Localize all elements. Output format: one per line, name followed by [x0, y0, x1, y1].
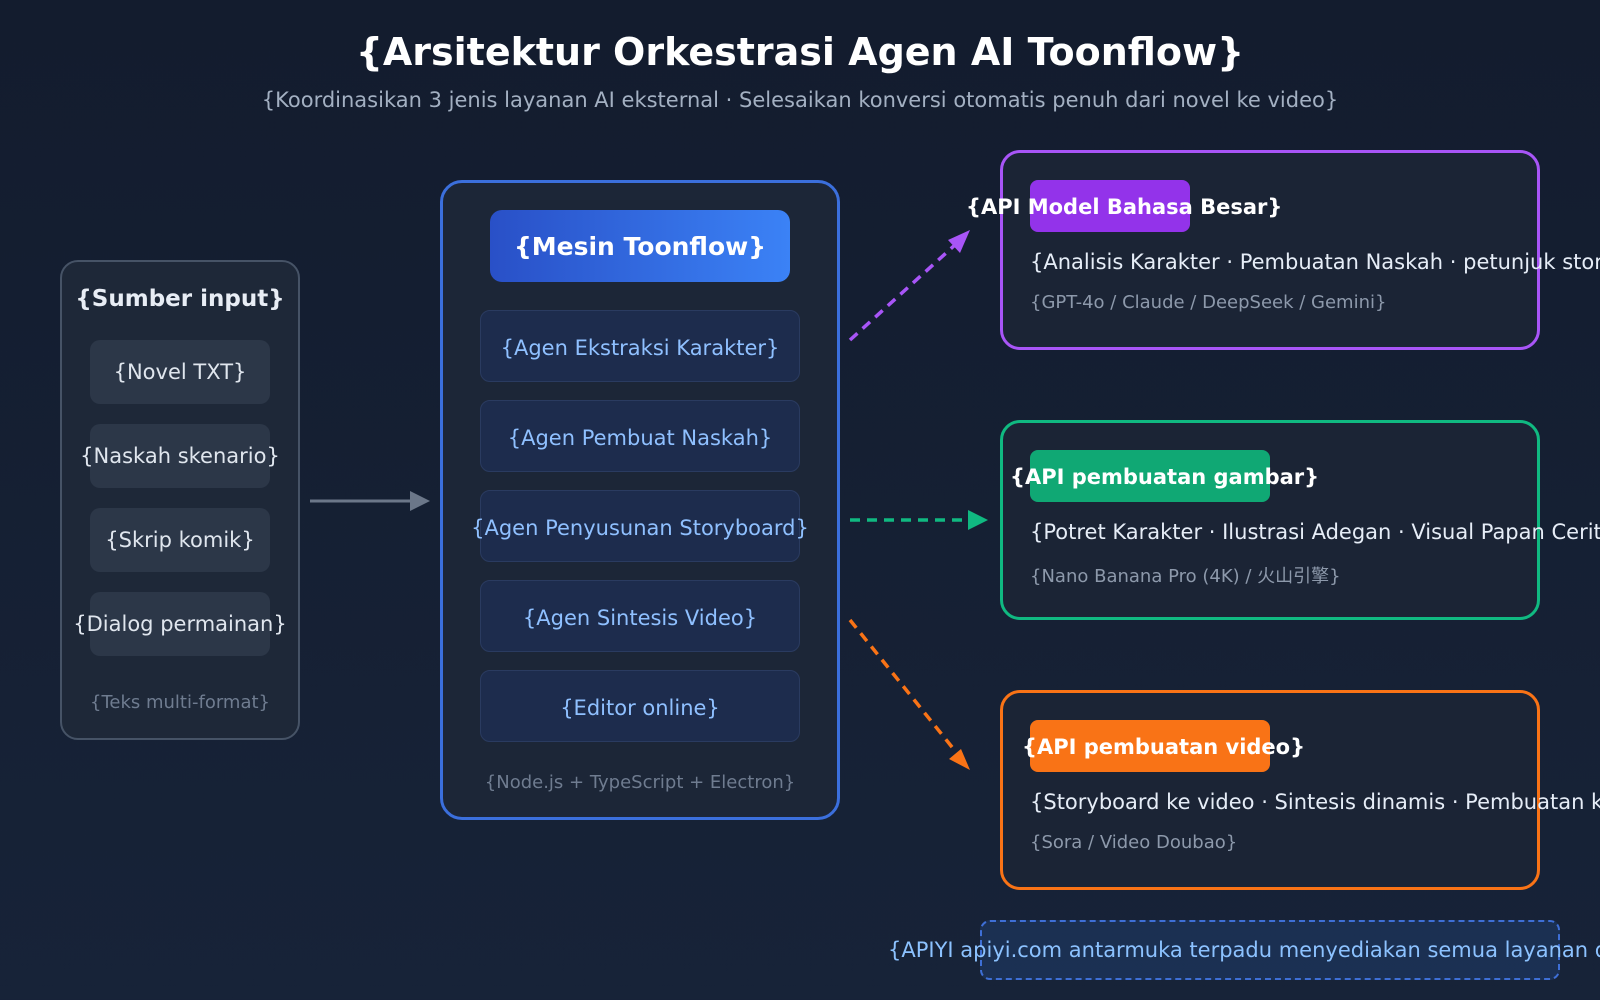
online-editor: [480, 670, 800, 742]
agent-character-extraction-label: {Agen Ekstraksi Karakter}: [500, 336, 780, 360]
agent-script-writer-label: {Agen Pembuat Naskah}: [507, 426, 773, 450]
arrow-to-llm-head: [948, 230, 970, 253]
engine-title: {Mesin Toonflow}: [490, 210, 790, 282]
agent-script-writer: [480, 400, 800, 472]
agent-storyboard-label: {Agen Penyusunan Storyboard}: [471, 516, 809, 540]
input-item-comic-label: {Skrip komik}: [105, 528, 255, 552]
agent-video-synthesis-label: {Agen Sintesis Video}: [522, 606, 758, 630]
input-item-game-dialog: [90, 592, 270, 656]
api-models-video: {Sora / Video Doubao}: [1030, 832, 1238, 853]
diagram-subtitle: {Koordinasikan 3 jenis layanan AI ekster…: [261, 88, 1339, 112]
api-badge-llm: [1030, 180, 1190, 232]
agent-video-synthesis: [480, 580, 800, 652]
engine-to-api-arrows: [848, 230, 988, 770]
api-title-video: {API pembuatan video}: [1022, 735, 1306, 759]
api-description-video: {Storyboard ke video · Sintesis dinamis …: [1030, 790, 1600, 814]
agent-storyboard: [480, 490, 800, 562]
input-sources-footer: {Teks multi-format}: [90, 692, 270, 713]
api-models-image: {Nano Banana Pro (4K) / 火山引擎}: [1030, 566, 1341, 587]
input-item-comic: [90, 508, 270, 572]
api-title-llm: {API Model Bahasa Besar}: [966, 195, 1283, 219]
diagram-title: {Arsitektur Orkestrasi Agen AI Toonflow}: [355, 30, 1245, 74]
input-to-engine-arrow: [310, 491, 430, 511]
engine-tech-stack: {Node.js + TypeScript + Electron}: [484, 772, 796, 793]
api-description-llm: {Analisis Karakter · Pembuatan Naskah · …: [1030, 250, 1600, 274]
input-sources-title: {Sumber input}: [75, 286, 285, 312]
input-item-screenplay: [90, 424, 270, 488]
api-description-image: {Potret Karakter · Ilustrasi Adegan · Vi…: [1030, 520, 1600, 544]
apiyi-note-box: [980, 920, 1560, 980]
input-item-game-dialog-label: {Dialog permainan}: [73, 612, 287, 636]
arrow-to-image-head: [968, 510, 988, 530]
input-item-novel-label: {Novel TXT}: [113, 360, 247, 384]
api-title-image: {API pembuatan gambar}: [1010, 465, 1320, 489]
api-models-llm: {GPT-4o / Claude / DeepSeek / Gemini}: [1030, 292, 1387, 313]
api-badge-image: [1030, 450, 1270, 502]
arrow-to-video: [848, 618, 958, 754]
arrow-to-video-head: [949, 749, 970, 770]
api-badge-video: [1030, 720, 1270, 772]
input-sources-panel: [60, 260, 300, 740]
input-item-screenplay-label: {Naskah skenario}: [80, 444, 280, 468]
online-editor-label: {Editor online}: [560, 696, 720, 720]
input-item-novel: [90, 340, 270, 404]
apiyi-note-text: {APIYI apiyi.com antarmuka terpadu menye…: [888, 938, 1600, 962]
agent-character-extraction: [480, 310, 800, 382]
arrow-to-llm: [848, 242, 958, 342]
